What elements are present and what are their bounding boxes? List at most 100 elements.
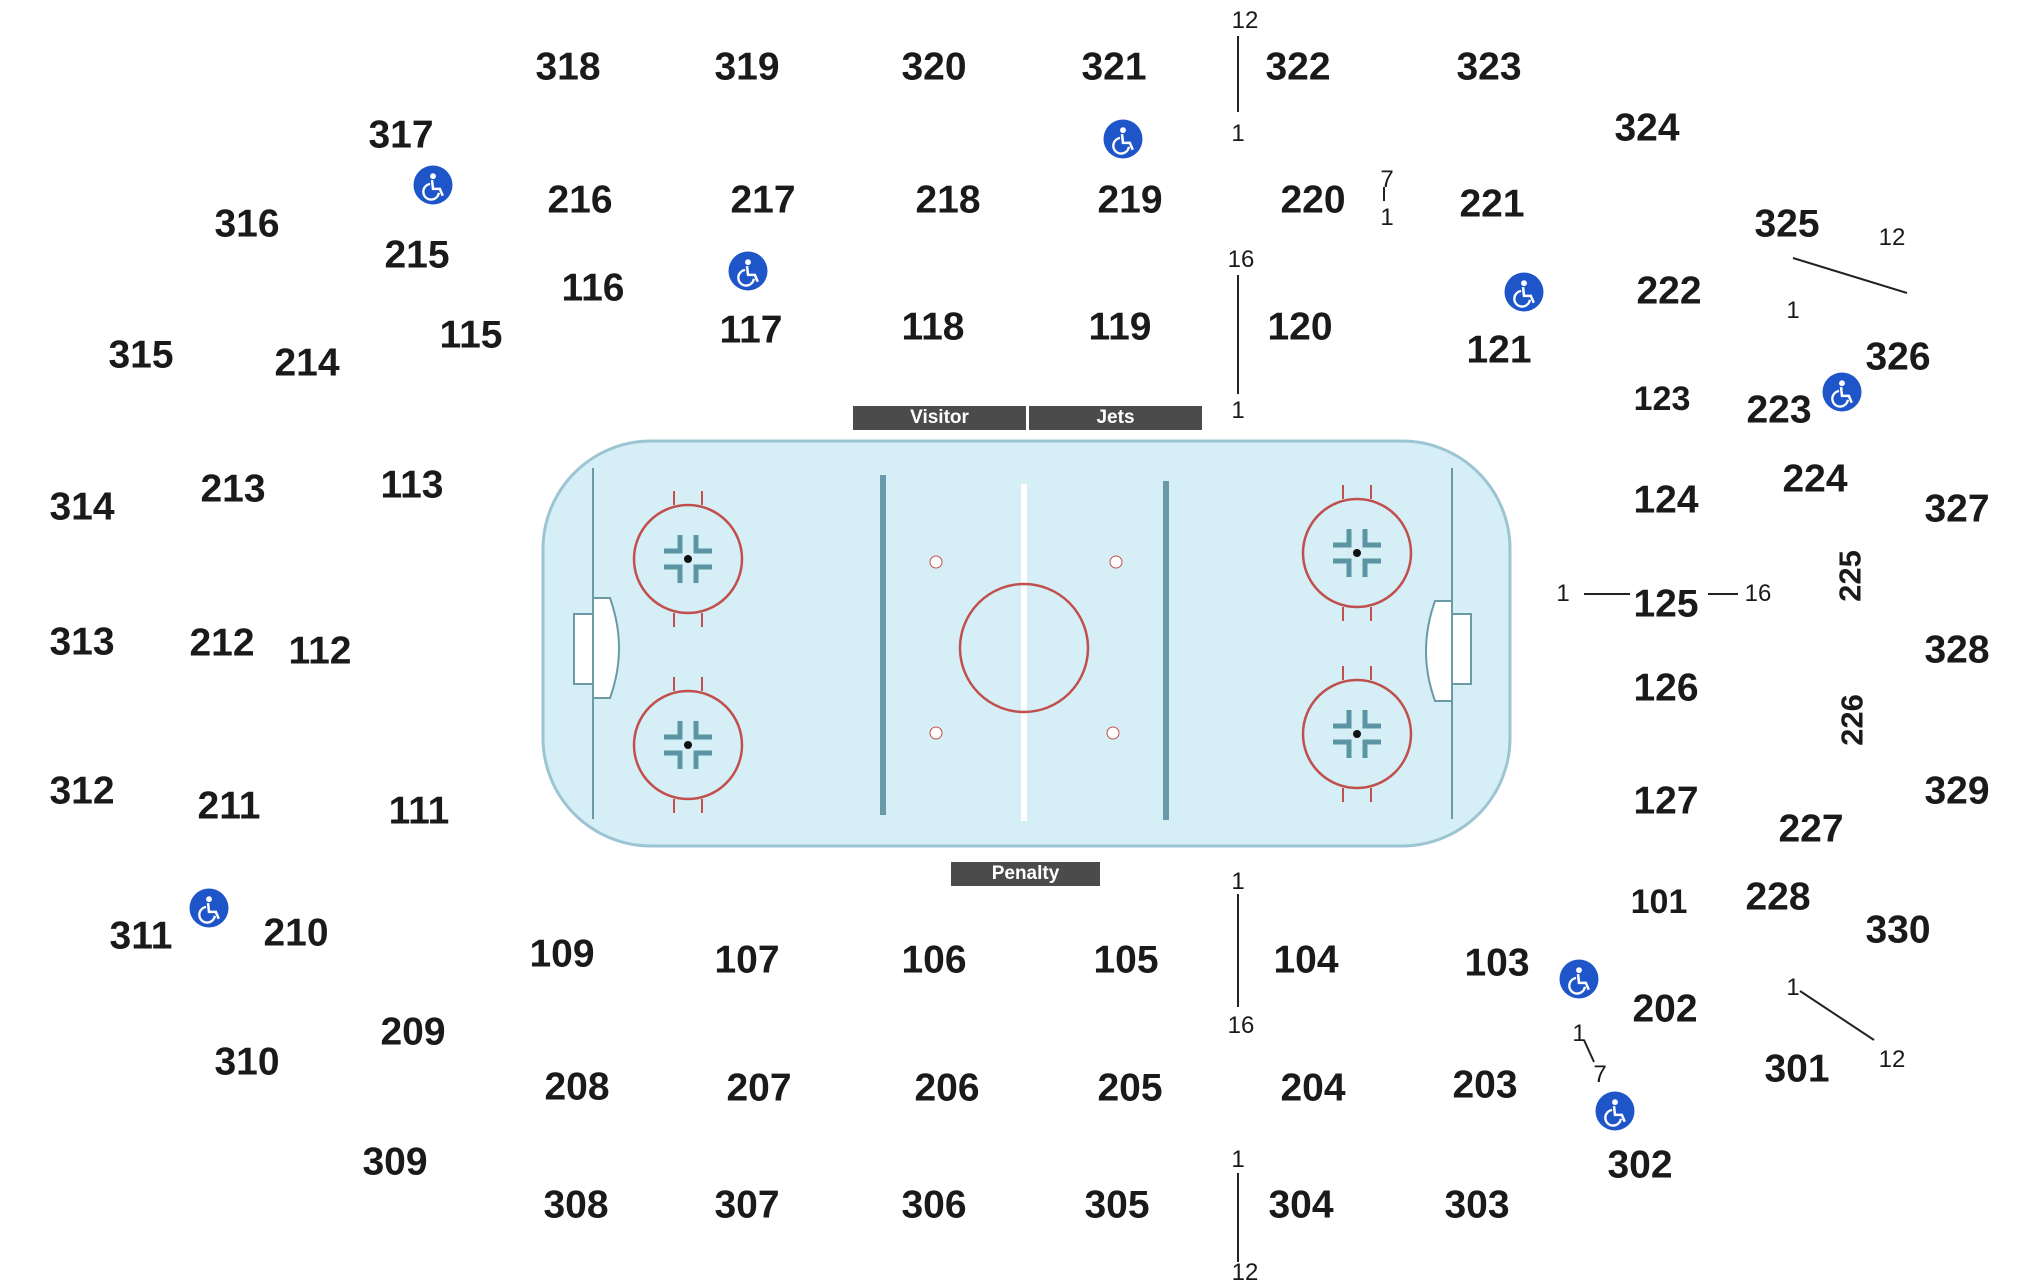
section-228[interactable]: 228: [1745, 875, 1811, 919]
section-210[interactable]: 210: [263, 911, 329, 955]
neutral-dot: [929, 726, 943, 740]
section-107[interactable]: 107: [714, 938, 780, 982]
section-328[interactable]: 328: [1924, 628, 1990, 672]
row-label: 12: [1878, 1046, 1906, 1073]
row-line: [1799, 990, 1875, 1041]
section-104[interactable]: 104: [1273, 938, 1339, 982]
section-307[interactable]: 307: [714, 1183, 780, 1227]
section-323[interactable]: 323: [1456, 45, 1522, 89]
section-202[interactable]: 202: [1632, 987, 1698, 1031]
section-305[interactable]: 305: [1084, 1183, 1150, 1227]
section-220[interactable]: 220: [1280, 178, 1346, 222]
section-209[interactable]: 209: [380, 1010, 446, 1054]
section-302[interactable]: 302: [1607, 1143, 1673, 1187]
goal-net-left: [573, 613, 594, 685]
section-106[interactable]: 106: [901, 938, 967, 982]
row-label: 1: [1380, 204, 1394, 231]
section-205[interactable]: 205: [1097, 1066, 1163, 1110]
section-327[interactable]: 327: [1924, 487, 1990, 531]
section-101[interactable]: 101: [1630, 883, 1688, 921]
section-222[interactable]: 222: [1636, 269, 1702, 313]
row-label: 12: [1878, 224, 1906, 251]
penalty-box-label: Penalty: [951, 862, 1100, 886]
section-215[interactable]: 215: [384, 233, 450, 277]
section-329[interactable]: 329: [1924, 769, 1990, 813]
section-322[interactable]: 322: [1265, 45, 1331, 89]
section-120[interactable]: 120: [1267, 305, 1333, 349]
section-221[interactable]: 221: [1459, 182, 1525, 226]
center-circle: [958, 582, 1090, 714]
section-206[interactable]: 206: [914, 1066, 980, 1110]
section-207[interactable]: 207: [726, 1066, 792, 1110]
section-316[interactable]: 316: [214, 202, 280, 246]
row-label: 12: [1231, 7, 1259, 34]
section-219[interactable]: 219: [1097, 178, 1163, 222]
section-203[interactable]: 203: [1452, 1063, 1518, 1107]
section-121[interactable]: 121: [1466, 328, 1532, 372]
section-318[interactable]: 318: [535, 45, 601, 89]
section-218[interactable]: 218: [915, 178, 981, 222]
section-212[interactable]: 212: [189, 621, 255, 665]
faceoff-circle-bottom-right: [1301, 666, 1413, 802]
section-211[interactable]: 211: [197, 784, 261, 828]
wheelchair-icon: [728, 251, 768, 291]
section-117[interactable]: 117: [719, 308, 783, 352]
section-111[interactable]: 111: [388, 789, 450, 833]
section-308[interactable]: 308: [543, 1183, 609, 1227]
section-304[interactable]: 304: [1268, 1183, 1334, 1227]
section-317[interactable]: 317: [368, 113, 434, 157]
neutral-dot: [1106, 726, 1120, 740]
section-227[interactable]: 227: [1778, 807, 1844, 851]
section-127[interactable]: 127: [1633, 779, 1699, 823]
section-311[interactable]: 311: [109, 914, 173, 958]
row-label: 7: [1593, 1061, 1607, 1088]
section-330[interactable]: 330: [1865, 908, 1931, 952]
section-123[interactable]: 123: [1633, 380, 1691, 418]
section-224[interactable]: 224: [1782, 457, 1848, 501]
section-119[interactable]: 119: [1088, 305, 1152, 349]
goal-net-right: [1451, 613, 1472, 685]
section-314[interactable]: 314: [49, 485, 115, 529]
section-217[interactable]: 217: [730, 178, 796, 222]
section-306[interactable]: 306: [901, 1183, 967, 1227]
section-312[interactable]: 312: [49, 769, 115, 813]
section-208[interactable]: 208: [544, 1065, 610, 1109]
faceoff-circle-top-right: [1301, 485, 1413, 621]
section-310[interactable]: 310: [214, 1040, 280, 1084]
row-label: 1: [1556, 580, 1570, 607]
section-116[interactable]: 116: [561, 266, 625, 310]
hockey-rink: [541, 439, 1512, 848]
section-326[interactable]: 326: [1865, 335, 1931, 379]
section-223[interactable]: 223: [1746, 388, 1812, 432]
section-226[interactable]: 226: [1834, 694, 1870, 746]
row-label: 16: [1227, 1012, 1255, 1039]
section-213[interactable]: 213: [200, 467, 266, 511]
section-118[interactable]: 118: [901, 305, 965, 349]
section-325[interactable]: 325: [1754, 202, 1820, 246]
section-214[interactable]: 214: [274, 341, 340, 385]
section-320[interactable]: 320: [901, 45, 967, 89]
section-109[interactable]: 109: [529, 932, 595, 976]
wheelchair-icon: [413, 165, 453, 205]
section-324[interactable]: 324: [1614, 106, 1680, 150]
section-319[interactable]: 319: [714, 45, 780, 89]
section-225[interactable]: 225: [1832, 550, 1868, 602]
section-126[interactable]: 126: [1633, 666, 1699, 710]
section-313[interactable]: 313: [49, 620, 115, 664]
section-309[interactable]: 309: [362, 1140, 428, 1184]
section-303[interactable]: 303: [1444, 1183, 1510, 1227]
section-124[interactable]: 124: [1633, 478, 1699, 522]
section-112[interactable]: 112: [288, 629, 352, 673]
wheelchair-icon: [1103, 119, 1143, 159]
section-301[interactable]: 301: [1764, 1047, 1830, 1091]
section-321[interactable]: 321: [1081, 45, 1147, 89]
section-115[interactable]: 115: [439, 313, 503, 357]
section-103[interactable]: 103: [1464, 941, 1530, 985]
section-113[interactable]: 113: [380, 463, 444, 507]
section-105[interactable]: 105: [1093, 938, 1159, 982]
section-315[interactable]: 315: [108, 333, 174, 377]
section-204[interactable]: 204: [1280, 1066, 1346, 1110]
section-125[interactable]: 125: [1633, 582, 1699, 626]
section-216[interactable]: 216: [547, 178, 613, 222]
